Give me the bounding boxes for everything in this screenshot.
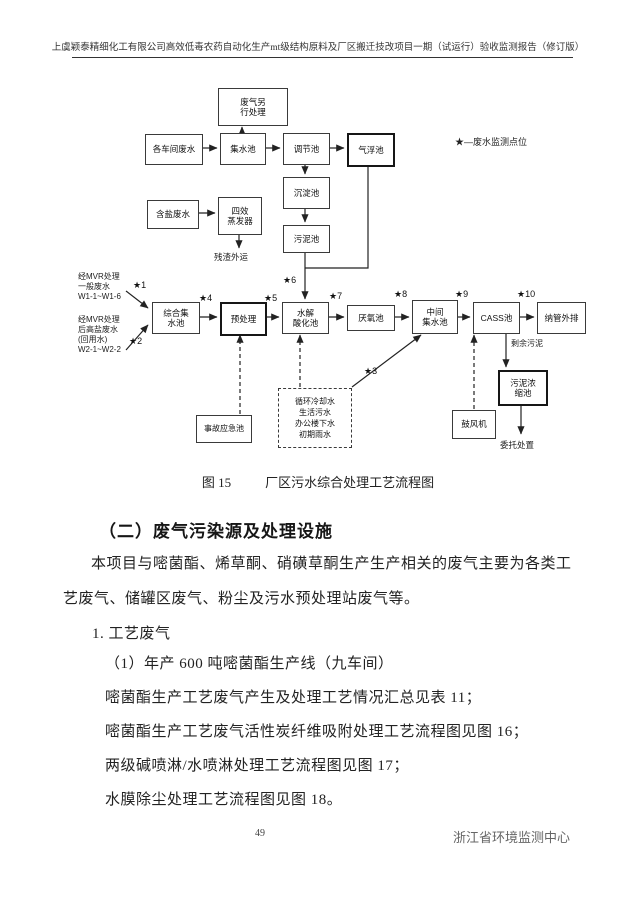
- flow-legend-monitoring-point: ★—废水监测点位: [455, 137, 528, 147]
- body-line-table11: 嘧菌酯生产工艺废气产生及处理工艺情况汇总见表 11；: [105, 690, 482, 706]
- body-item-process-gas: 1. 工艺废气: [92, 626, 171, 642]
- figure-caption-text: 厂区污水综合处理工艺流程图: [265, 475, 435, 490]
- flow-node-hydrolysis-acidification-tank: 水解 酸化池: [282, 302, 329, 334]
- page-number: 49: [255, 828, 265, 839]
- flow-node-offgas-treatment: 废气另 行处理: [218, 88, 288, 126]
- flow-node-sludge-thickener: 污泥浓 缩池: [498, 370, 548, 406]
- flow-node-salty-wastewater: 含盐废水: [147, 200, 199, 229]
- star-marker-7: ★7: [329, 291, 343, 301]
- flow-node-air-flotation-tank: 气浮池: [347, 133, 395, 167]
- body-paragraph-line-1: 本项目与嘧菌酯、烯草酮、硝磺草酮生产生产相关的废气主要为各类工: [91, 556, 572, 572]
- flow-node-blower: 鼓风机: [452, 410, 496, 439]
- flow-node-intermediate-collect-tank: 中间 集水池: [412, 300, 458, 334]
- flow-node-anaerobic-tank: 厌氧池: [347, 305, 395, 331]
- star-marker-3: ★3: [364, 366, 378, 376]
- header-rule: [72, 57, 573, 58]
- flow-label-residue-out: 残渣外运: [214, 252, 249, 262]
- figure-caption: 图 15 厂区污水综合处理工艺流程图: [0, 472, 636, 491]
- flow-label-surplus-sludge: 剩余污泥: [511, 339, 543, 348]
- star-marker-2: ★2: [129, 336, 143, 346]
- flow-node-cass-tank: CASS池: [473, 302, 520, 334]
- star-marker-6: ★6: [283, 275, 297, 285]
- flow-node-evaporator: 四效 蒸发器: [218, 197, 262, 235]
- star-marker-10: ★10: [517, 289, 536, 299]
- star-marker-8: ★8: [394, 289, 408, 299]
- body-line-figure18: 水膜除尘处理工艺流程图见图 18。: [105, 792, 343, 808]
- star-marker-4: ★4: [199, 293, 213, 303]
- flow-node-comprehensive-collect-tank: 综合集 水池: [152, 302, 200, 334]
- body-line-figure17: 两级碱喷淋/水喷淋处理工艺流程图见图 17；: [105, 758, 409, 774]
- body-line-figure16: 嘧菌酯生产工艺废气活性炭纤维吸附处理工艺流程图见图 16；: [105, 724, 529, 740]
- section-heading: （二）废气污染源及处理设施: [99, 522, 333, 541]
- flow-node-sedimentation-tank: 沉淀池: [283, 177, 330, 209]
- flow-node-pretreatment: 预处理: [220, 302, 267, 336]
- flow-node-emergency-tank: 事故应急池: [196, 415, 252, 443]
- star-marker-1: ★1: [133, 280, 147, 290]
- figure-caption-label: 图 15: [201, 475, 232, 490]
- star-marker-9: ★9: [455, 289, 469, 299]
- report-header-title: 上虞颖泰精细化工有限公司高效低毒农药自动化生产mt级结构原料及厂区搬迁技改项目一…: [51, 43, 585, 53]
- body-paragraph-line-2: 艺废气、储罐区废气、粉尘及污水预处理站废气等。: [63, 591, 420, 607]
- body-item-production-line: （1）年产 600 吨嘧菌酯生产线（九车间）: [105, 656, 394, 672]
- flow-label-disposal: 委托处置: [500, 440, 535, 450]
- flow-node-regulating-tank: 调节池: [283, 133, 330, 165]
- footer-organization: 浙江省环境监测中心: [452, 830, 570, 845]
- flow-node-workshop-wastewater: 各车间废水: [145, 134, 203, 165]
- flow-node-outfall: 纳管外排: [537, 302, 586, 334]
- flow-node-clean-streams: 循环冷却水 生活污水 办公楼下水 初期雨水: [278, 388, 352, 448]
- flow-node-sludge-tank: 污泥池: [283, 225, 330, 253]
- flow-label-mvr-salty-wastewater: 经MVR处理 后高盐废水 (回用水) W2-1~W2-2: [78, 315, 121, 354]
- flow-label-mvr-general-wastewater: 经MVR处理 一般废水 W1-1~W1-6: [78, 272, 121, 301]
- flow-node-collect-tank: 集水池: [220, 133, 266, 165]
- star-marker-5: ★5: [264, 293, 278, 303]
